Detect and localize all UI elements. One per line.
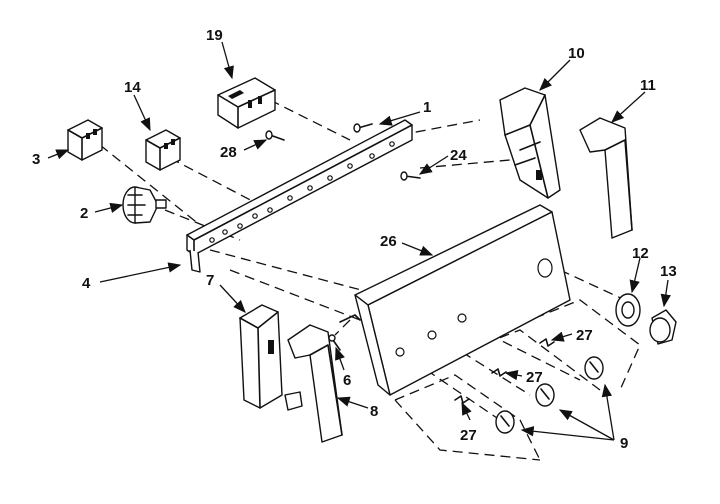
part-27-spring-c — [454, 395, 470, 404]
part-28-screw — [265, 130, 285, 141]
part-26-console-panel — [339, 204, 571, 396]
part-9-knob-b — [535, 383, 555, 407]
callout-27b: 27 — [526, 369, 543, 386]
callout-9: 9 — [620, 435, 628, 452]
callout-1: 1 — [423, 99, 431, 116]
part-10-end-bracket — [499, 87, 561, 199]
part-2-rotary-switch — [122, 186, 167, 224]
part-4-mounting-bracket — [186, 119, 413, 273]
callout-2: 2 — [80, 205, 88, 222]
callout-12: 12 — [632, 245, 649, 262]
part-9-knob-a — [584, 356, 604, 380]
callout-11: 11 — [640, 77, 656, 94]
callout-26: 26 — [380, 233, 397, 250]
part-1-screw — [353, 123, 373, 133]
callout-14: 14 — [124, 79, 141, 96]
callout-8: 8 — [370, 403, 378, 420]
part-3-switch — [67, 119, 103, 161]
part-11-end-cap — [579, 117, 633, 239]
part-27-spring-b — [491, 368, 507, 377]
callout-10: 10 — [568, 45, 585, 62]
callout-27a: 27 — [576, 327, 593, 344]
callout-labels: 1 2 3 4 6 7 8 9 10 11 12 13 14 19 24 26 … — [32, 27, 677, 452]
part-27-spring-a — [539, 338, 555, 347]
callout-7: 7 — [206, 272, 214, 289]
callout-19: 19 — [206, 27, 223, 44]
callout-24: 24 — [450, 147, 467, 164]
part-12-bezel — [615, 293, 641, 327]
callout-27c: 27 — [460, 427, 477, 444]
part-7-left-bracket — [239, 304, 303, 411]
callout-28: 28 — [220, 144, 237, 161]
callout-4: 4 — [82, 275, 91, 292]
part-24-screw — [400, 171, 421, 181]
part-9-knob-c — [495, 410, 515, 434]
bracket-holes — [209, 141, 395, 243]
leader-lines — [47, 41, 671, 441]
callout-3: 3 — [32, 151, 40, 168]
callout-13: 13 — [660, 263, 677, 280]
part-14-switch — [145, 129, 181, 171]
part-13-knob — [649, 309, 677, 345]
callout-6: 6 — [343, 372, 351, 389]
part-19-switch — [217, 77, 276, 129]
